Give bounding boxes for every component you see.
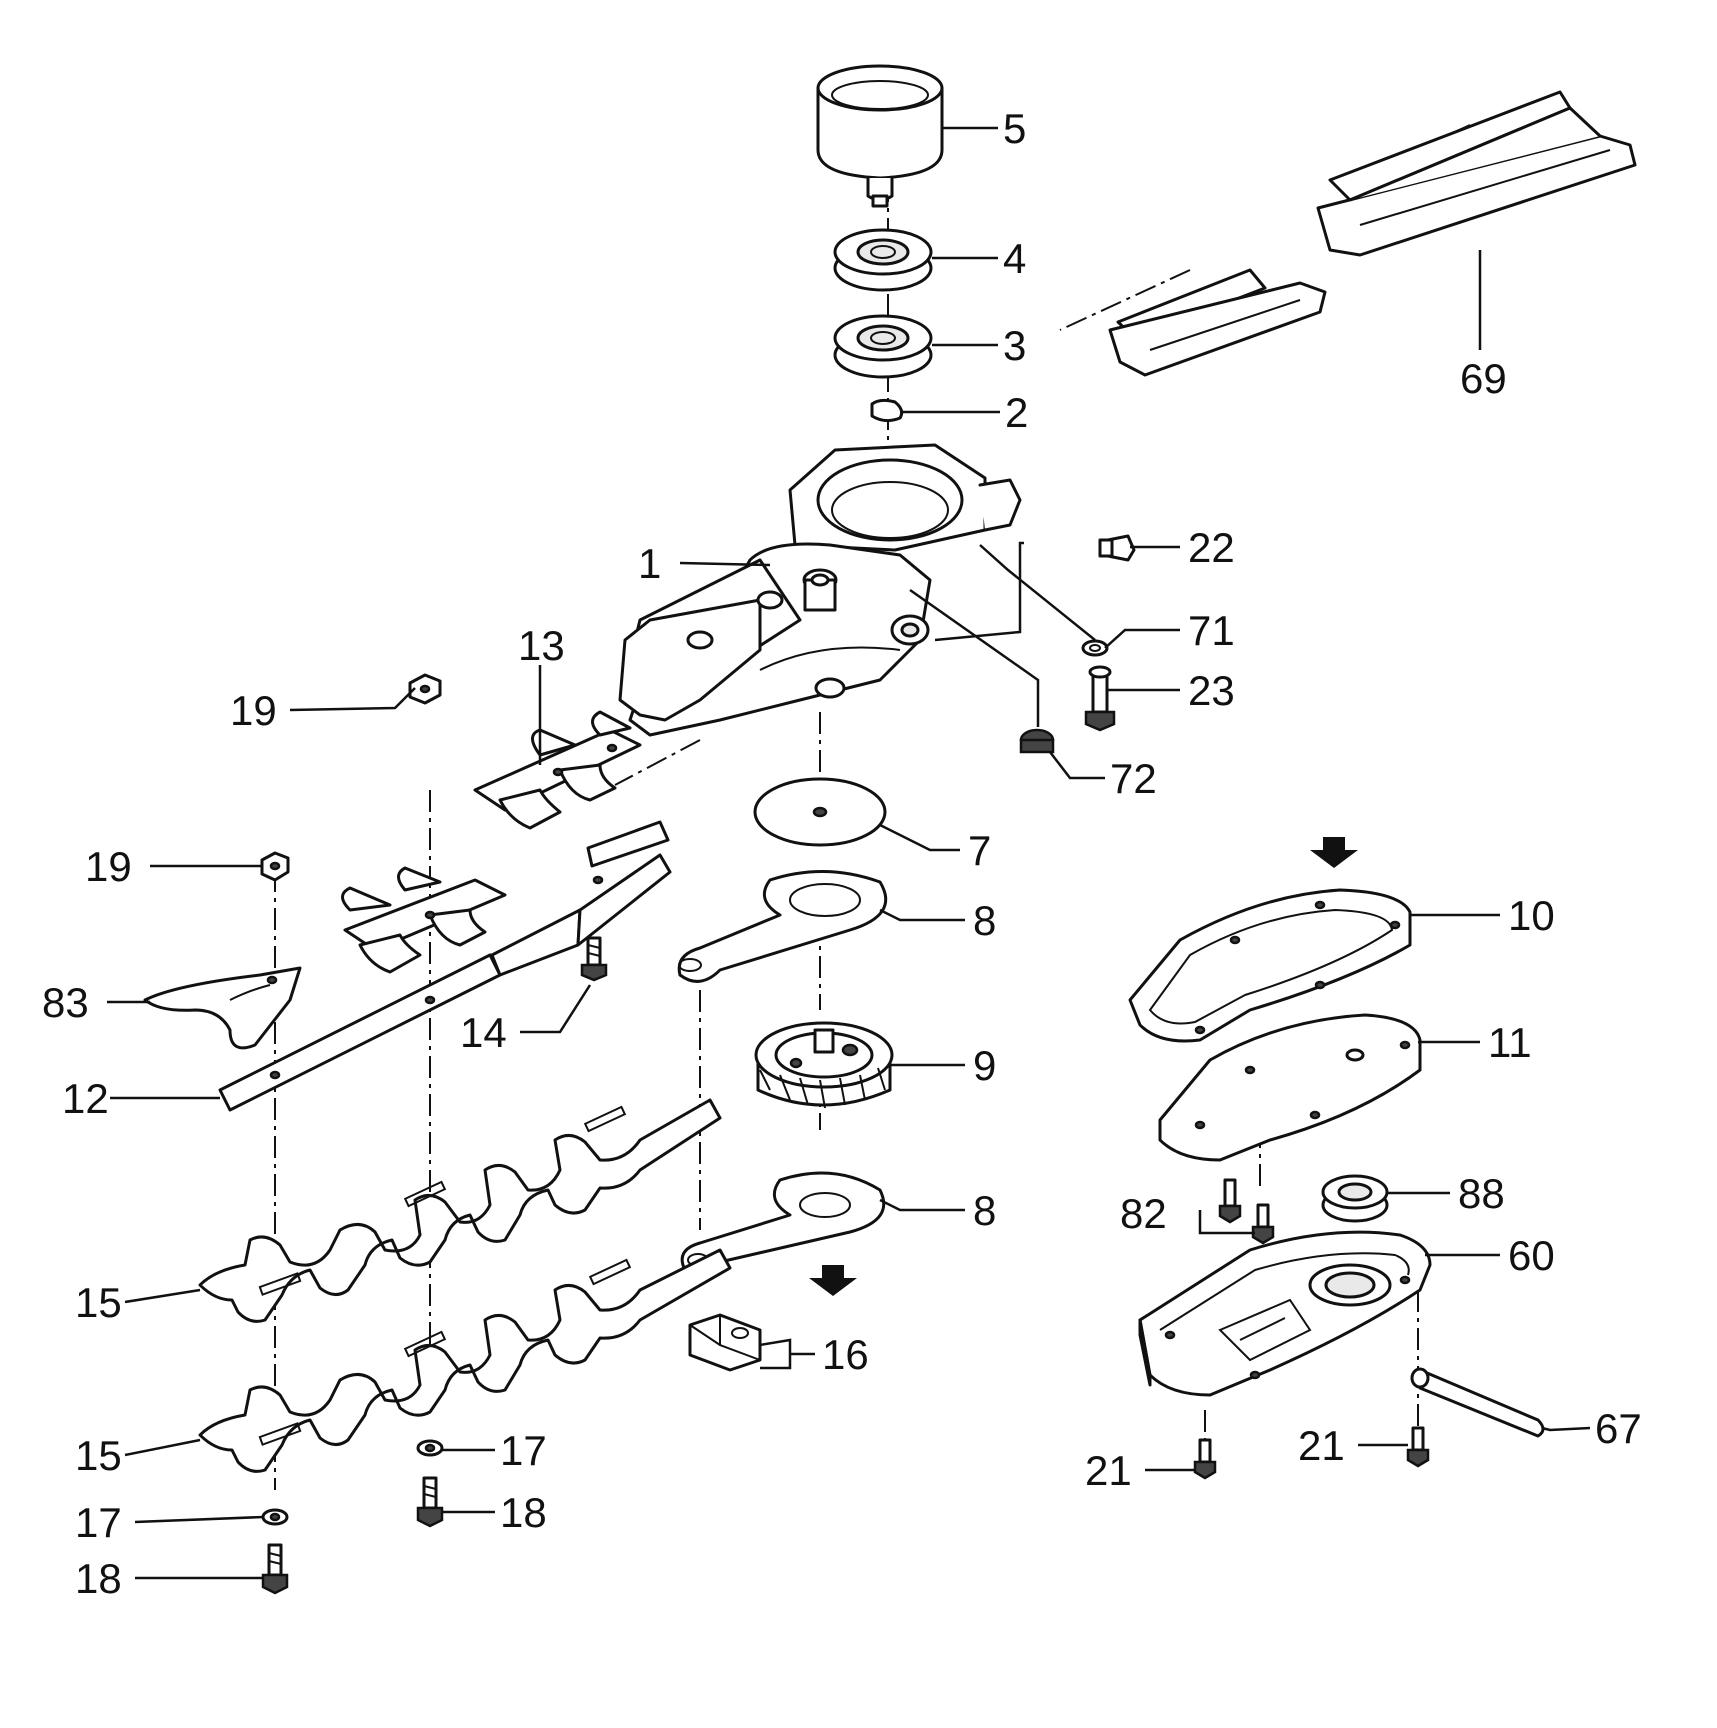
callout-labels: 5 4 3 2 1 22 71 23 72 69 7 8 9 8 16 10 1… xyxy=(42,105,1642,1602)
part-21-screw-left xyxy=(1193,1438,1217,1480)
callout-3: 3 xyxy=(1003,322,1026,369)
callout-12: 12 xyxy=(62,1075,109,1122)
part-71-washer xyxy=(1081,639,1109,657)
part-13-spacer-lower xyxy=(341,866,507,974)
callout-82: 82 xyxy=(1120,1190,1167,1237)
callout-15-upper: 15 xyxy=(75,1279,122,1326)
callout-4: 4 xyxy=(1003,235,1026,282)
callout-9: 9 xyxy=(973,1042,996,1089)
part-88-bearing xyxy=(1321,1174,1389,1223)
part-15-blade-lower xyxy=(198,1248,732,1473)
callout-14: 14 xyxy=(460,1009,507,1056)
part-82-screw-left xyxy=(1218,1178,1242,1224)
callout-88: 88 xyxy=(1458,1170,1505,1217)
callout-2: 2 xyxy=(1005,389,1028,436)
callout-23: 23 xyxy=(1188,667,1235,714)
part-72-plug xyxy=(1019,728,1055,754)
callout-83: 83 xyxy=(42,979,89,1026)
part-7-plate xyxy=(753,777,887,847)
part-14-screw xyxy=(580,936,608,982)
down-arrow-icon xyxy=(1310,837,1358,868)
part-4-bearing xyxy=(833,228,933,292)
part-19-nut-lower xyxy=(260,851,290,882)
callout-21-right: 21 xyxy=(1298,1422,1345,1469)
part-18-bolt-left xyxy=(261,1543,289,1595)
part-18-bolt-right xyxy=(416,1476,444,1528)
callout-19-upper: 19 xyxy=(230,687,277,734)
callout-22: 22 xyxy=(1188,524,1235,571)
leader-lines xyxy=(107,126,1591,1580)
down-arrow-icon xyxy=(809,1265,857,1296)
part-82-screw-right xyxy=(1251,1203,1275,1245)
part-5-clutch-drum xyxy=(816,64,944,208)
callout-15-lower: 15 xyxy=(75,1432,122,1479)
callout-21-left: 21 xyxy=(1085,1447,1132,1494)
callout-7: 7 xyxy=(968,827,991,874)
part-21-screw-right xyxy=(1406,1426,1430,1468)
part-69-blade-cover xyxy=(1108,90,1637,377)
callout-69: 69 xyxy=(1460,355,1507,402)
callout-17-left: 17 xyxy=(75,1499,122,1546)
callout-1: 1 xyxy=(638,540,661,587)
part-15-blade-upper xyxy=(198,1098,722,1323)
part-1-gear-case xyxy=(618,443,1022,737)
callout-71: 71 xyxy=(1188,607,1235,654)
callout-19-lower: 19 xyxy=(85,843,132,890)
callout-10: 10 xyxy=(1508,892,1555,939)
callout-18-left: 18 xyxy=(75,1555,122,1602)
part-83-blade-end xyxy=(143,966,302,1050)
part-3-bearing xyxy=(833,314,933,379)
part-11-cover-plate xyxy=(1158,1013,1422,1162)
part-19-nut-upper xyxy=(408,673,442,705)
callout-16: 16 xyxy=(822,1331,869,1378)
callout-11: 11 xyxy=(1488,1019,1532,1066)
part-17-washer-left xyxy=(261,1508,289,1526)
callout-17-right: 17 xyxy=(500,1427,547,1474)
part-8-crank-upper xyxy=(677,869,888,983)
callout-18-right: 18 xyxy=(500,1489,547,1536)
part-17-washer-right xyxy=(416,1439,444,1457)
callout-60: 60 xyxy=(1508,1232,1555,1279)
part-60-lower-case xyxy=(1138,1230,1432,1397)
part-23-bolt xyxy=(1084,665,1116,732)
callout-72: 72 xyxy=(1110,755,1157,802)
part-16-guide-block xyxy=(688,1313,762,1372)
part-10-gasket xyxy=(1128,888,1412,1043)
callout-5: 5 xyxy=(1003,105,1026,152)
callout-67: 67 xyxy=(1595,1405,1642,1452)
callout-13: 13 xyxy=(518,622,565,669)
part-2-circlip xyxy=(870,398,904,423)
callout-8-upper: 8 xyxy=(973,897,996,944)
part-22-grease-nipple xyxy=(1098,534,1136,562)
part-12-bar xyxy=(218,820,672,1112)
part-67-rod xyxy=(1410,1367,1545,1438)
part-13-spacer xyxy=(473,710,642,830)
callout-8-lower: 8 xyxy=(973,1187,996,1234)
part-9-gear xyxy=(754,1021,894,1109)
